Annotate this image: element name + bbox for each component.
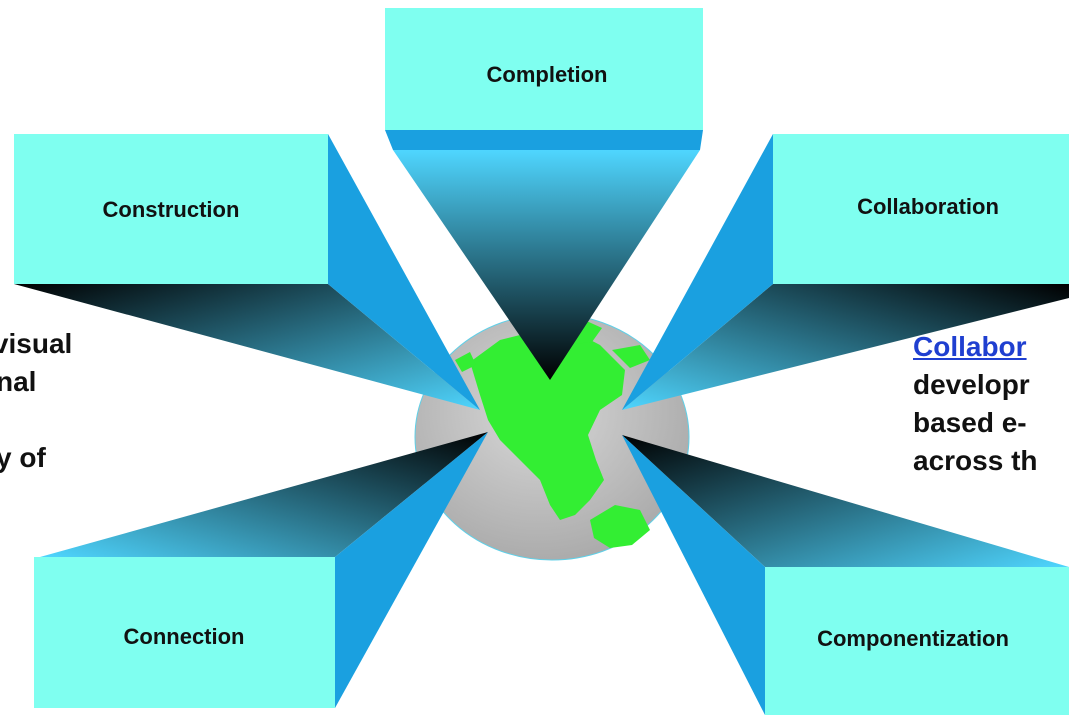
globe-land-south-america	[590, 505, 650, 548]
right-text-line: across th	[913, 445, 1038, 476]
left-text-line: es visual	[0, 328, 73, 359]
globe-land-north-america	[470, 330, 625, 520]
right-text-line: developr	[913, 369, 1030, 400]
connection-label: Connection	[124, 624, 245, 649]
connection-block: Connection	[34, 432, 488, 708]
componentization-block: Componentization	[622, 435, 1069, 715]
left-text-line: very of	[0, 442, 46, 473]
left-text-line	[0, 401, 72, 439]
globe-icon	[414, 313, 690, 561]
completion-label: Completion	[487, 62, 608, 87]
right-body-text: Collabor developr based e- across th	[913, 328, 1038, 480]
componentization-label: Componentization	[817, 626, 1009, 651]
left-text-line: itional	[0, 366, 37, 397]
construction-block: Construction	[14, 134, 480, 410]
left-body-text: es visual itional very of	[0, 325, 72, 477]
completion-block: Completion	[385, 8, 703, 380]
globe-land-islands	[455, 345, 650, 372]
construction-label: Construction	[103, 197, 240, 222]
collaboration-block: Collaboration	[622, 134, 1069, 410]
collaboration-label: Collaboration	[857, 194, 999, 219]
collaboration-link[interactable]: Collabor	[913, 331, 1027, 362]
right-text-line: based e-	[913, 407, 1027, 438]
